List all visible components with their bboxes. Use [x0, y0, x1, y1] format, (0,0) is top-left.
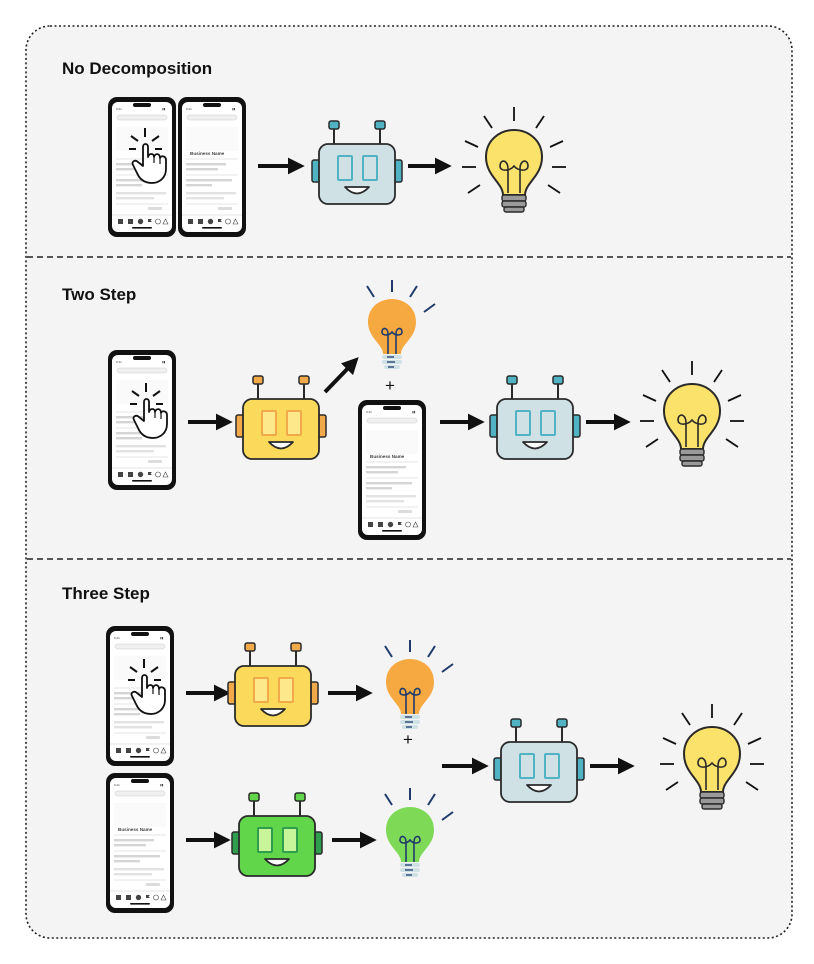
section-title-two-step: Two Step	[62, 285, 136, 304]
smartphone-icon: Business Name	[105, 772, 175, 914]
business-name-label: Business Name	[118, 827, 153, 832]
smartphone-icon: Business Name	[177, 96, 247, 238]
smartphone-icon: Business Name	[357, 399, 427, 541]
plus-sign: +	[403, 730, 413, 749]
section-title-three-step: Three Step	[62, 584, 150, 603]
business-name-label: Business Name	[370, 454, 405, 459]
plus-sign: +	[385, 376, 395, 395]
arrow-icon	[323, 357, 359, 394]
business-name-label: Business Name	[190, 151, 225, 156]
section-title-no-decomposition: No Decomposition	[62, 59, 212, 78]
